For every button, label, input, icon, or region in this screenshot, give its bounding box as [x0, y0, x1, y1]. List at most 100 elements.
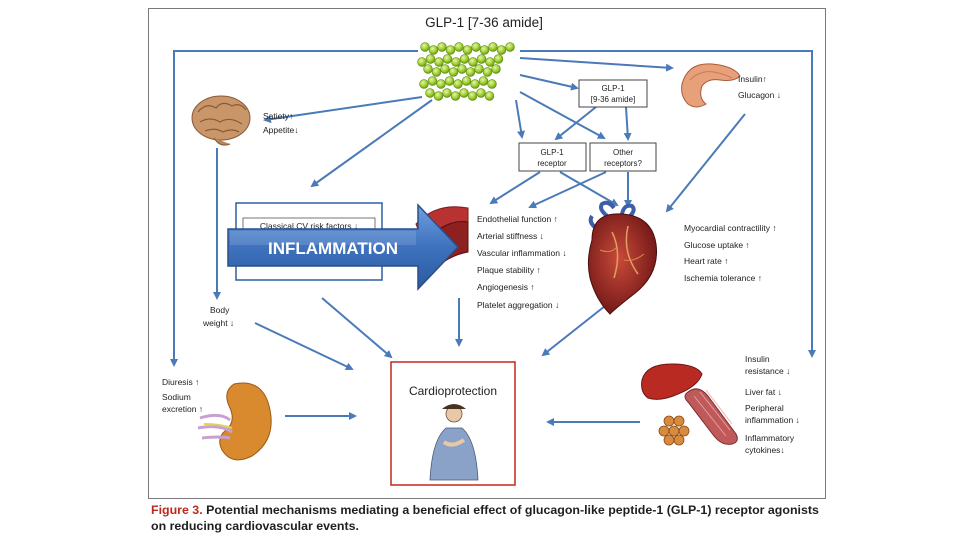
peptide-bead: [417, 57, 427, 67]
inflammation-banner-arrow: INFLAMMATION: [227, 203, 460, 291]
pancreas-icon: [681, 63, 741, 108]
arrow-glp1r-to-vascular: [489, 171, 541, 205]
peptide-bead: [442, 88, 452, 98]
brain-effect-appetite: Appetite↓: [263, 125, 298, 135]
muscle-icon: [684, 388, 738, 445]
peptide-bead: [479, 45, 490, 55]
peptide-bead: [448, 67, 459, 77]
arrow-metabolite-to-glp1-receptor: [554, 106, 597, 141]
peptide-bead: [444, 76, 455, 86]
peptide-bead: [465, 67, 476, 77]
body-weight-line2: weight ↓: [202, 318, 234, 328]
body-weight-line1: Body: [210, 305, 230, 315]
heart-icon: [587, 200, 658, 315]
heart-effect-glucose: Glucose uptake ↑: [684, 240, 750, 250]
glp1-receptor-line1: GLP-1: [540, 148, 564, 157]
peptide-bead: [425, 88, 435, 98]
arrow-peptide-to-kidney: [170, 50, 418, 367]
arrow-peptide-to-pancreas: [519, 57, 674, 72]
peptide-bead: [450, 91, 461, 101]
vascular-effect-plaque: Plaque stability ↑: [477, 265, 541, 275]
arrow-body-weight-to-cardioprotection: [254, 322, 354, 371]
peptide-bead: [482, 67, 493, 77]
peptide-bead: [423, 64, 433, 74]
inflammation-banner-label: INFLAMMATION: [268, 239, 398, 258]
glp1-receptor-line2: receptor: [537, 159, 567, 168]
peptide-bead: [457, 64, 467, 74]
effect-peripheral: Peripheral: [745, 403, 784, 413]
cardioprotection-box: Cardioprotection: [390, 361, 516, 486]
peptide-bead: [505, 42, 515, 52]
peptide-bead: [478, 76, 489, 86]
peptide-bead: [428, 45, 439, 55]
caption-text: Potential mechanisms mediating a benefic…: [151, 503, 819, 533]
peptide-bead: [468, 57, 478, 67]
arrow-peptide-to-other-receptors: [519, 91, 606, 139]
peptide-bead: [461, 76, 472, 86]
glp1-peptide-chain-icon: [417, 42, 515, 101]
peptide-bead: [419, 79, 429, 89]
peptide-bead: [420, 42, 430, 52]
heart-effects-list: Myocardial contractility ↑ Glucose uptak…: [684, 223, 777, 283]
peptide-bead: [431, 67, 442, 77]
glp1-receptor-box: GLP-1 receptor: [518, 142, 587, 172]
peptide-bead: [440, 64, 450, 74]
peptide-bead: [454, 42, 464, 52]
fat-cells-icon: [658, 415, 690, 446]
heart-effect-contractility: Myocardial contractility ↑: [684, 223, 777, 233]
peptide-bead: [433, 91, 444, 101]
metabolite-box: GLP-1 [9-36 amide]: [578, 79, 648, 108]
peptide-bead: [474, 64, 484, 74]
other-receptors-line2: receptors?: [604, 159, 642, 168]
peptide-bead: [425, 54, 436, 64]
caption-figure-label: Figure 3.: [151, 503, 203, 517]
peptide-bead: [487, 79, 497, 89]
pancreas-effect-insulin: Insulin↑: [738, 74, 767, 84]
peptide-bead: [491, 64, 501, 74]
diagram-title: GLP-1 [7-36 amide]: [425, 15, 543, 30]
vascular-effect-endothelial: Endothelial function ↑: [477, 214, 558, 224]
arrow-metabolite-to-other-receptors: [623, 106, 632, 141]
cv-risk-label: Classical CV risk factors ↓: [260, 221, 358, 231]
peptide-bead: [459, 54, 470, 64]
arrow-glp1r-to-heart: [559, 171, 619, 207]
peptide-bead: [470, 79, 480, 89]
cardioprotection-label: Cardioprotection: [409, 384, 497, 398]
peptide-bead: [488, 42, 498, 52]
peptide-bead: [459, 88, 469, 98]
vascular-effect-angiogenesis: Angiogenesis ↑: [477, 282, 535, 292]
peptide-bead: [427, 76, 438, 86]
peptide-bead: [434, 57, 444, 67]
peptide-bead: [462, 45, 473, 55]
peptide-bead: [445, 45, 456, 55]
metabolite-line1: GLP-1: [601, 84, 625, 93]
figure-caption: Figure 3. Potential mechanisms mediating…: [151, 502, 831, 534]
kidney-effect-diuresis: Diuresis ↑: [162, 377, 199, 387]
pancreas-effect-glucagon: Glucagon ↓: [738, 90, 781, 100]
arrow-peptide-to-liver: [520, 50, 816, 358]
peptide-bead: [485, 57, 495, 67]
other-receptors-line1: Other: [613, 148, 633, 157]
vascular-effect-platelet: Platelet aggregation ↓: [477, 300, 559, 310]
kidney-icon: [197, 382, 272, 461]
effect-inflammatory: Inflammatory: [745, 433, 795, 443]
arrow-cv-risk-to-cardioprotection: [321, 297, 393, 359]
arrow-peptide-to-brain: [263, 96, 423, 124]
effect-insulin: Insulin: [745, 354, 770, 364]
effect-resistance: resistance ↓: [745, 366, 790, 376]
effect-peripheral-inflammation: inflammation ↓: [745, 415, 800, 425]
arrow-peptide-to-metabolite: [519, 74, 579, 91]
arrow-peptide-to-glp1-receptor: [515, 99, 525, 139]
peptide-bead: [496, 45, 507, 55]
peptide-bead: [476, 54, 487, 64]
arrow-pancreas-to-heart: [665, 113, 746, 213]
heart-effect-heart-rate: Heart rate ↑: [684, 256, 728, 266]
heart-effect-ischemia: Ischemia tolerance ↑: [684, 273, 762, 283]
liver-icon: [641, 363, 703, 400]
arrow-other-to-vascular: [528, 171, 607, 209]
arrow-peptide-to-cv-risk: [310, 99, 433, 188]
peptide-bead: [467, 91, 478, 101]
arrow-heart-to-cardioprotection: [541, 305, 606, 357]
vascular-effect-inflammation: Vascular inflammation ↓: [477, 248, 567, 258]
